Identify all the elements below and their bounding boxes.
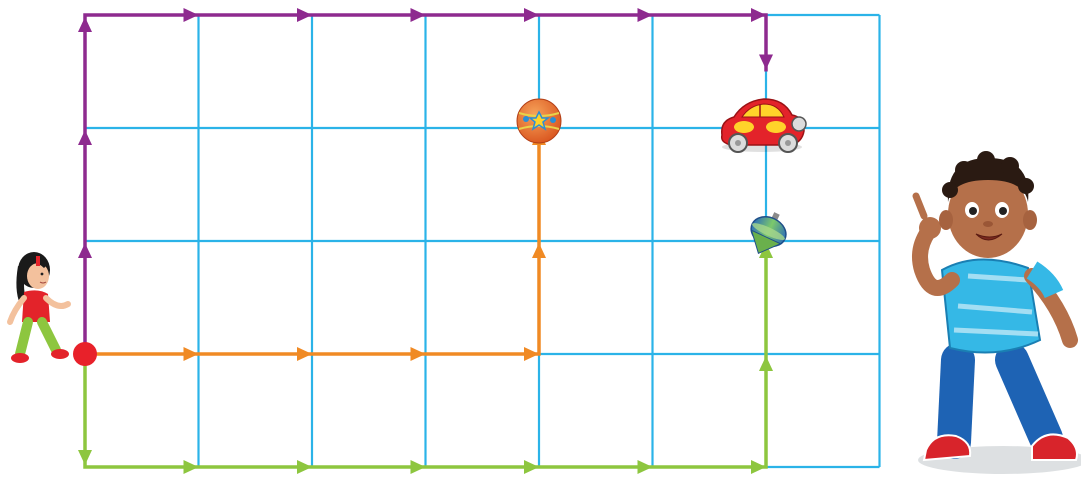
start-dot [73, 342, 97, 366]
path-arrowhead [297, 460, 312, 474]
toy-car-icon [722, 99, 806, 152]
path-arrowhead [184, 347, 199, 361]
path-arrowhead [524, 8, 539, 22]
path-arrowhead [297, 8, 312, 22]
orange-path [85, 128, 546, 361]
path-arrowhead [759, 55, 773, 70]
path-arrowhead [524, 460, 539, 474]
path-arrowhead [524, 347, 539, 361]
path-arrowhead [532, 243, 546, 258]
path-arrowhead [751, 8, 766, 22]
path-arrowhead [638, 8, 653, 22]
path-arrowhead [78, 130, 92, 145]
path-arrowhead [411, 347, 426, 361]
path-arrowhead [78, 17, 92, 32]
ball-icon [517, 99, 561, 143]
path-arrowhead [184, 460, 199, 474]
path-arrowhead [411, 460, 426, 474]
path-arrowhead [78, 450, 92, 465]
path-arrowhead [759, 356, 773, 371]
path-arrowhead [751, 460, 766, 474]
boy-pointing-icon [916, 151, 1081, 474]
path-arrowhead [638, 460, 653, 474]
girl-walking-icon [10, 252, 69, 363]
path-arrowhead [184, 8, 199, 22]
path-arrowhead [411, 8, 426, 22]
path-arrowhead [297, 347, 312, 361]
path-arrowhead [78, 243, 92, 258]
